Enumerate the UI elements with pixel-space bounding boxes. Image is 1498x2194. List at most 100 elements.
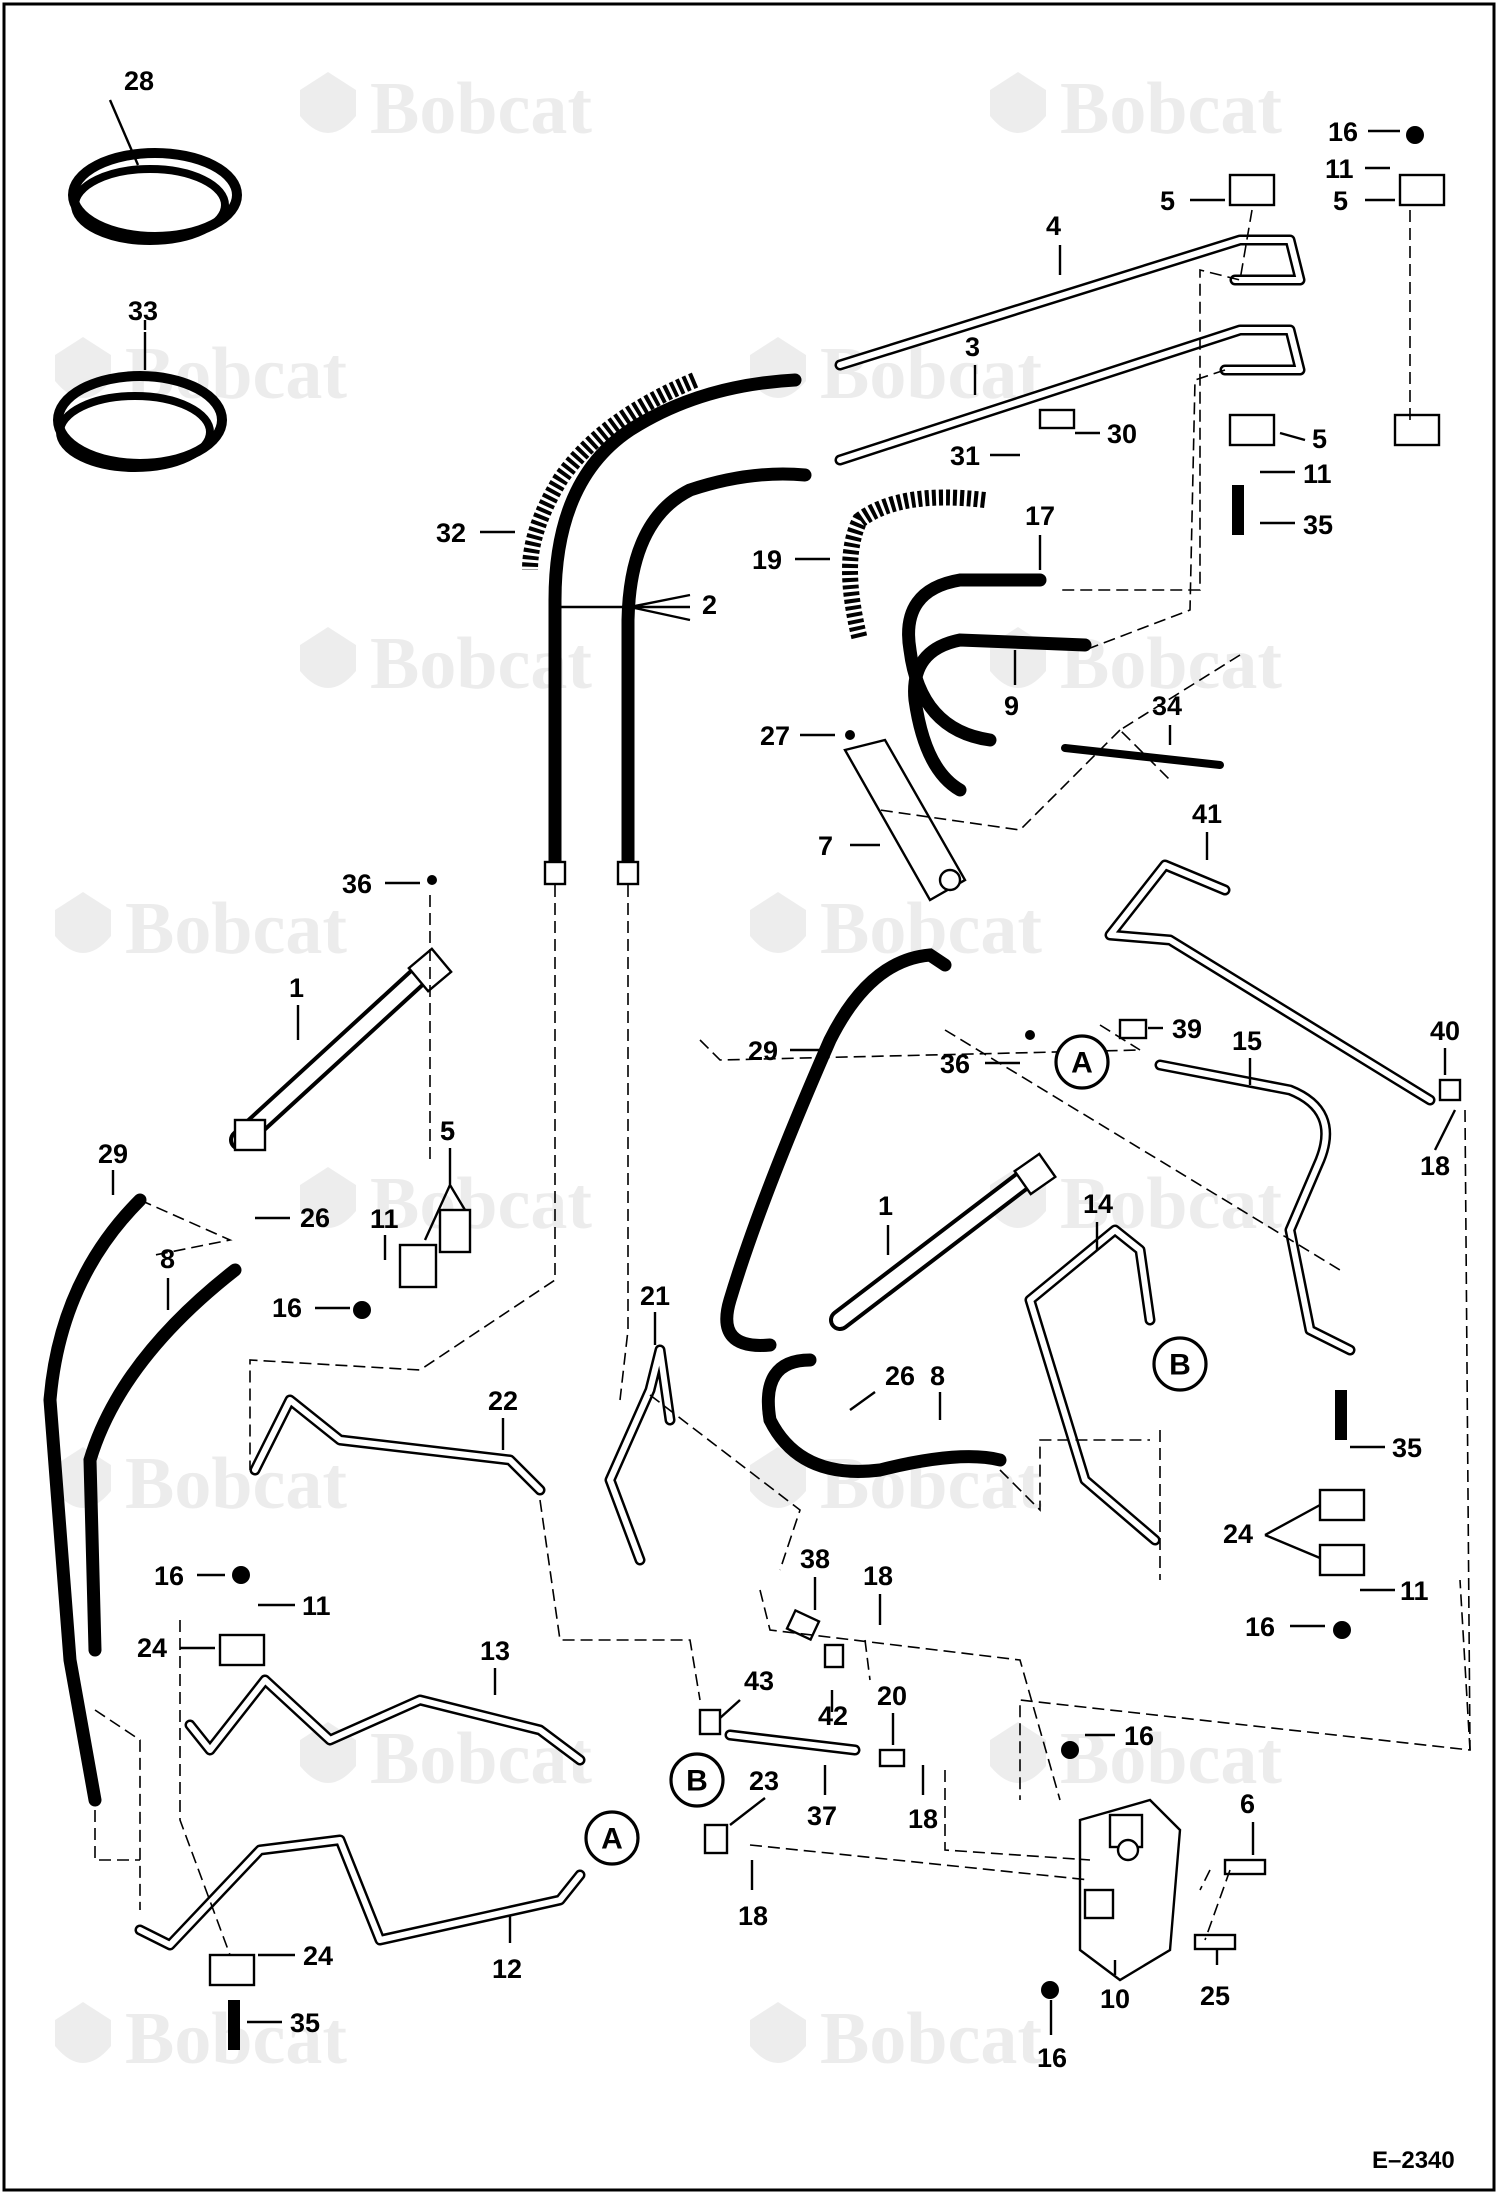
callout-29: 29	[98, 1139, 128, 1169]
callout-28: 28	[124, 66, 154, 96]
svg-text:A: A	[1071, 1047, 1093, 1080]
callout-16: 16	[1037, 2043, 1067, 2073]
callout-26: 26	[885, 1361, 915, 1391]
part-35-bolt	[228, 2000, 240, 2050]
callout-23: 23	[749, 1766, 779, 1796]
part-5-clamp	[1228, 413, 1276, 447]
ref-marker-a2: A	[584, 1810, 640, 1866]
callout-22: 22	[488, 1386, 518, 1416]
part-41-tube	[1104, 859, 1436, 1106]
part-42-fitting	[823, 1643, 845, 1669]
callout-24: 24	[303, 1941, 333, 1971]
ref-marker-b1: B	[1152, 1336, 1208, 1392]
part-20-fitting	[878, 1748, 906, 1768]
callout-39: 39	[1172, 1014, 1202, 1044]
callout-21: 21	[640, 1281, 670, 1311]
svg-text:A: A	[601, 1823, 623, 1856]
svg-text:Bobcat: Bobcat	[1060, 1718, 1282, 1800]
callout-1: 1	[289, 973, 304, 1003]
callout-11: 11	[302, 1591, 331, 1621]
callout-40: 40	[1430, 1016, 1460, 1046]
part-5-clamp	[398, 1243, 438, 1289]
watermark: Bobcat	[750, 1998, 1042, 2080]
callout-18: 18	[863, 1561, 893, 1591]
part-8-hose-right	[761, 1353, 1007, 1478]
callout-35: 35	[1303, 510, 1333, 540]
callout-2: 2	[702, 590, 717, 620]
watermark: Bobcat	[990, 68, 1282, 150]
callout-41: 41	[1192, 799, 1222, 829]
figure-reference: E–2340	[1372, 2147, 1455, 2174]
hardware-layer	[208, 126, 1462, 2050]
callout-10: 10	[1100, 1984, 1130, 2014]
callout-33: 33	[128, 296, 158, 326]
callout-1: 1	[878, 1191, 893, 1221]
part-8-hose-left	[83, 1263, 242, 1657]
part-5-clamp	[1398, 173, 1446, 207]
callout-16: 16	[1245, 1612, 1275, 1642]
part-29-hose-left	[43, 1193, 147, 1807]
callout-6: 6	[1240, 1789, 1255, 1819]
part-3-tube	[834, 324, 1306, 466]
part-21-tube	[604, 1344, 676, 1566]
part-22-tube	[249, 1394, 546, 1496]
part-19-sleeve	[842, 489, 986, 642]
callout-35: 35	[290, 2008, 320, 2038]
callout-18: 18	[738, 1901, 768, 1931]
callout-34: 34	[1152, 691, 1182, 721]
svg-text:Bobcat: Bobcat	[125, 888, 347, 970]
part-16-nut	[1406, 126, 1424, 144]
callout-20: 20	[877, 1681, 907, 1711]
part-2-hoses	[543, 373, 812, 886]
part-13-tube	[184, 1674, 586, 1766]
svg-text:B: B	[686, 1765, 708, 1798]
callout-30: 30	[1107, 419, 1137, 449]
callout-5: 5	[1333, 186, 1348, 216]
svg-text:B: B	[1169, 1349, 1191, 1382]
callout-35: 35	[1392, 1433, 1422, 1463]
part-9-hoses	[902, 573, 1092, 797]
part-23-fitting	[703, 1823, 729, 1855]
part-6-bolt	[1223, 1858, 1267, 1876]
part-36-fitting	[427, 875, 437, 885]
svg-text:Bobcat: Bobcat	[820, 1998, 1042, 2080]
part-36-fitting	[1025, 1030, 1035, 1040]
callout-11: 11	[1303, 459, 1332, 489]
callout-layer: 28 33 32 2 4 3 5 5 5 5 16 11 30 31 11 35…	[98, 66, 1460, 2073]
watermark: Bobcat	[990, 623, 1282, 705]
part-15-tube	[1154, 1059, 1356, 1356]
callout-8: 8	[930, 1361, 945, 1391]
part-35-bolt	[1335, 1390, 1347, 1440]
callout-16: 16	[1124, 1721, 1154, 1751]
part-24-clamp	[218, 1633, 266, 1667]
part-27-fitting	[845, 730, 855, 740]
part-30-clip	[1038, 408, 1076, 430]
callout-13: 13	[480, 1636, 510, 1666]
ref-marker-b2: B	[669, 1752, 725, 1808]
part-29-hose-right	[720, 948, 952, 1352]
part-32-sleeve	[522, 372, 699, 571]
part-10-valve	[1078, 1798, 1182, 1982]
callout-27: 27	[760, 721, 790, 751]
watermark: Bobcat	[990, 1718, 1282, 1800]
callout-36: 36	[940, 1049, 970, 1079]
part-24-clamp	[208, 1953, 256, 1987]
part-24-clamp	[1318, 1543, 1366, 1577]
part-24-clamp	[1318, 1488, 1366, 1522]
callout-18: 18	[1420, 1151, 1450, 1181]
part-7-valve-block	[843, 738, 967, 902]
svg-text:Bobcat: Bobcat	[370, 68, 592, 150]
callout-24: 24	[1223, 1519, 1253, 1549]
part-1-cylinder-left	[229, 947, 453, 1152]
watermark: Bobcat	[55, 888, 347, 970]
callout-12: 12	[492, 1954, 522, 1984]
part-16-nut	[1333, 1621, 1351, 1639]
part-28-hose-coil	[68, 99, 242, 245]
part-39-fitting	[1118, 1018, 1148, 1040]
svg-text:Bobcat: Bobcat	[1060, 68, 1282, 150]
part-38-fitting	[785, 1608, 821, 1642]
part-40-fitting	[1438, 1078, 1462, 1102]
callout-5: 5	[1160, 186, 1175, 216]
